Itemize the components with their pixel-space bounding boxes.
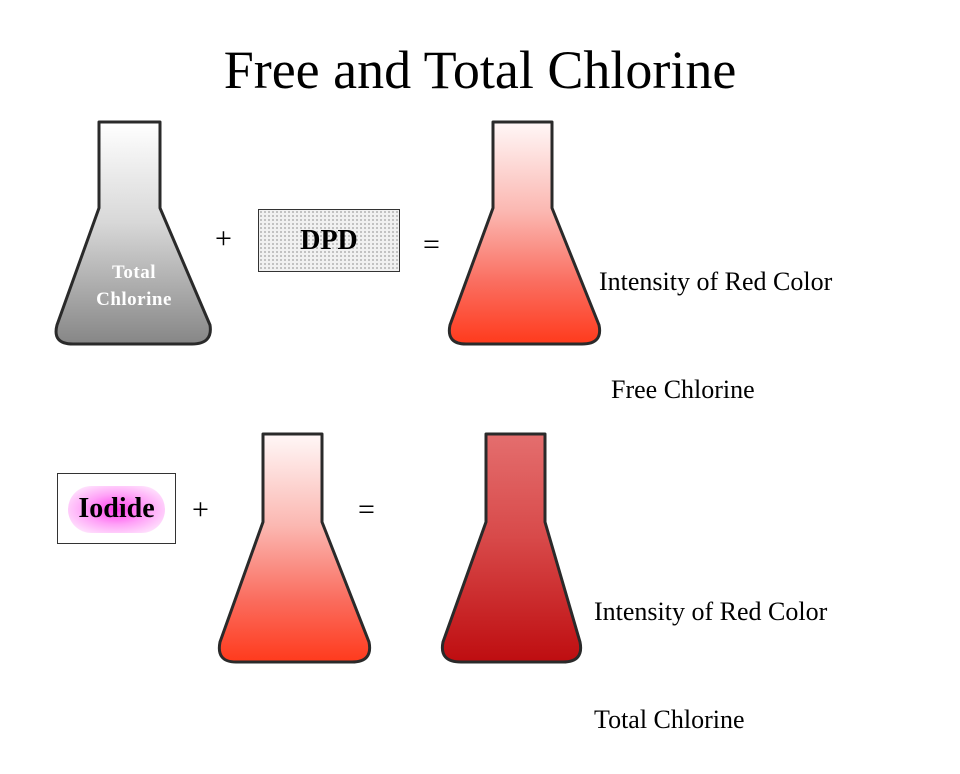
- free-chlorine-flask: [447, 120, 602, 346]
- total-chlorine-flask: [54, 120, 212, 346]
- plus-sign-row2: +: [192, 493, 209, 526]
- iodide-label: Iodide: [78, 492, 155, 524]
- plus-sign-row1: +: [215, 222, 232, 255]
- dpd-sample-flask: [217, 432, 372, 664]
- total-chlorine-result: Intensity of Red Color Total Chlorine: [594, 522, 827, 774]
- equals-sign-row1: =: [423, 228, 440, 261]
- total-chlorine-result-flask: [440, 432, 583, 664]
- total-chlorine-label-line2: Chlorine: [96, 289, 172, 310]
- free-chlorine-result-line2: Free Chlorine: [611, 375, 755, 404]
- dpd-label: DPD: [300, 224, 358, 256]
- total-chlorine-label: Total Chlorine: [64, 259, 204, 313]
- free-chlorine-result-line1: Intensity of Red Color: [599, 267, 833, 296]
- iodide-glow: [68, 486, 165, 533]
- free-chlorine-result: Intensity of Red Color Free Chlorine: [599, 192, 832, 444]
- dpd-reagent-box: DPD: [258, 209, 400, 272]
- total-chlorine-result-line1: Intensity of Red Color: [594, 597, 828, 626]
- total-chlorine-result-line2: Total Chlorine: [594, 705, 745, 734]
- page-title: Free and Total Chlorine: [223, 40, 737, 100]
- iodide-reagent-box: Iodide: [57, 473, 176, 544]
- total-chlorine-label-line1: Total: [111, 262, 157, 283]
- equals-sign-row2: =: [358, 493, 375, 526]
